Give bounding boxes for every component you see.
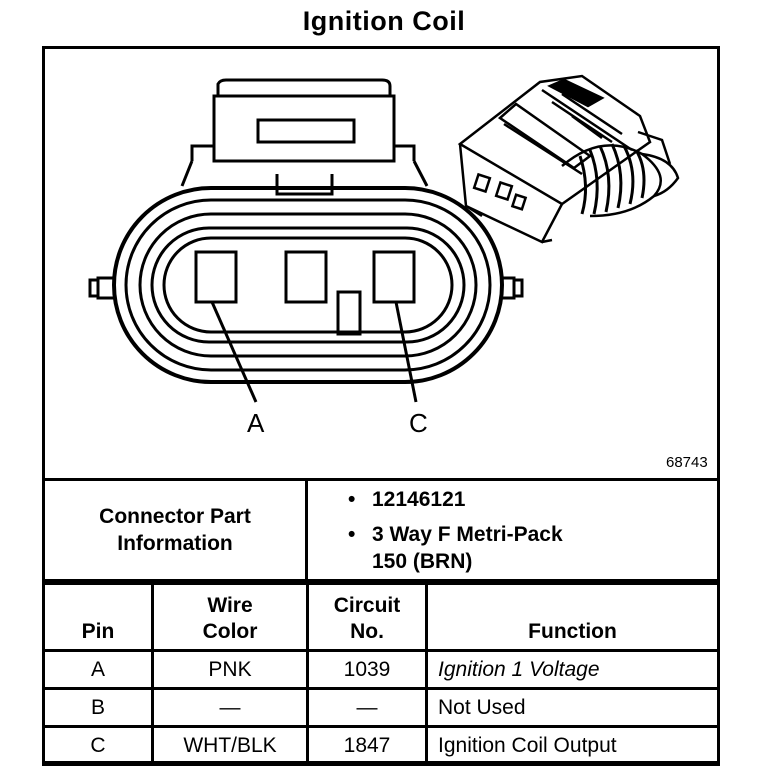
pin-label-c: C	[409, 408, 428, 438]
table-row: B — — Not Used	[42, 687, 720, 728]
connector-body	[112, 186, 504, 384]
table-row: C WHT/BLK 1847 Ignition Coil Output	[42, 725, 720, 766]
terminal-cavity-a	[194, 250, 238, 304]
connector-isometric-view	[457, 74, 680, 244]
connector-part-label: Connector Part Information	[42, 478, 308, 582]
wire-color-cell: WHT/BLK	[151, 725, 309, 766]
connector-part-info: Connector Part Information •12146121 •3 …	[42, 478, 720, 582]
wire-color-cell: PNK	[151, 649, 309, 690]
part-number: •12146121	[348, 487, 466, 511]
circuit-cell: 1847	[306, 725, 428, 766]
terminal-cavity-b	[284, 250, 328, 304]
pin-cell: B	[42, 687, 154, 728]
function-cell: Ignition 1 Voltage	[425, 649, 720, 690]
connector-diagram	[88, 74, 680, 403]
part-description: •3 Way F Metri-Pack	[348, 522, 563, 546]
circuit-cell: 1039	[306, 649, 428, 690]
table-header-row: Pin Wire Color Circuit No. Function	[42, 582, 720, 652]
table-row: A PNK 1039 Ignition 1 Voltage	[42, 649, 720, 690]
page-title: Ignition Coil	[302, 6, 466, 36]
leader-line-c	[394, 301, 418, 403]
function-cell: Ignition Coil Output	[425, 725, 720, 766]
pin-cell: A	[42, 649, 154, 690]
pinout-table: Pin Wire Color Circuit No. Function A PN…	[42, 582, 720, 766]
pin-label-a: A	[247, 408, 265, 438]
connector-part-details: •12146121 •3 Way F Metri-Pack 150 (BRN)	[305, 478, 720, 582]
mounting-ear-right	[502, 276, 524, 300]
pin-cell: C	[42, 725, 154, 766]
mounting-ear-left	[88, 276, 114, 300]
header-pin: Pin	[42, 582, 154, 652]
function-cell: Not Used	[425, 687, 720, 728]
header-function: Function	[425, 582, 720, 652]
wire-color-cell: —	[151, 687, 309, 728]
leader-line-a	[210, 301, 258, 403]
polarizing-key	[336, 290, 362, 336]
terminal-cavity-c	[372, 250, 416, 304]
circuit-cell: —	[306, 687, 428, 728]
header-circuit-no: Circuit No.	[306, 582, 428, 652]
connector-latch-housing	[180, 78, 429, 196]
figure-number: 68743	[666, 454, 708, 471]
header-wire-color: Wire Color	[151, 582, 309, 652]
